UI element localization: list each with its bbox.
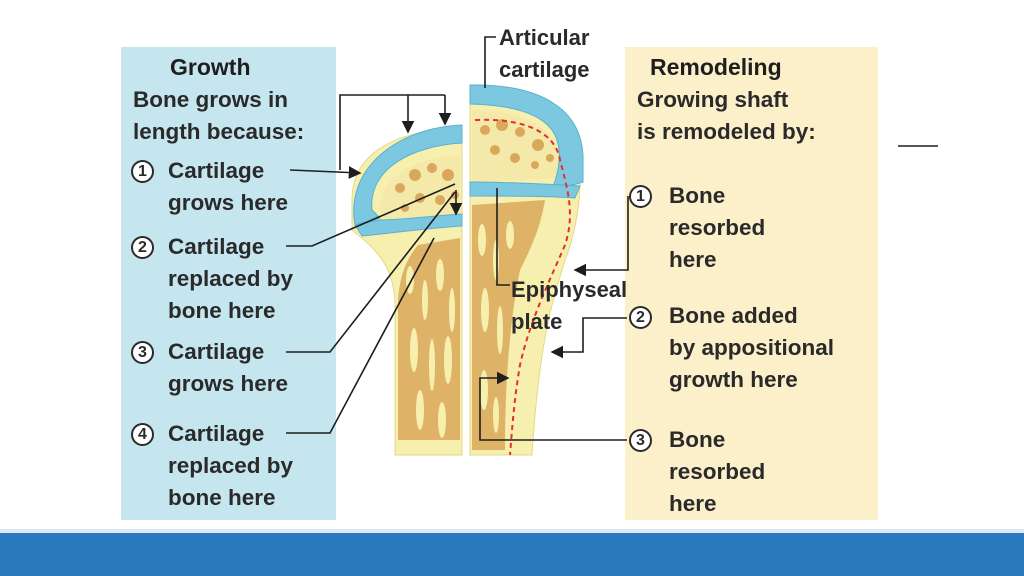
growth-step3-number: 3 xyxy=(131,341,154,364)
remodeling-step3-number: 3 xyxy=(629,429,652,452)
growth-panel xyxy=(121,47,336,520)
remodeling-step2-text: Bone added by appositional growth here xyxy=(669,303,835,392)
remodeling-step1-number: 1 xyxy=(629,185,652,208)
articular-cartilage-leader xyxy=(484,36,496,88)
growth-step1-number: 1 xyxy=(131,160,154,183)
growth-step2-number: 2 xyxy=(131,236,154,259)
remodeling-epiphysis-pores xyxy=(480,119,554,169)
footer-bar-highlight xyxy=(0,529,1024,533)
remodeling-bone-illustration xyxy=(469,84,584,456)
remodeling-step2-leader xyxy=(550,317,627,359)
growth-spongy-bone xyxy=(398,238,460,440)
growth-step3-text: Cartilage grows here xyxy=(168,339,289,396)
remodeling-title: Remodeling xyxy=(650,54,782,80)
remodeling-step3-text: Bone resorbed here xyxy=(669,427,766,516)
leader-lines xyxy=(286,36,629,441)
remodeling-spongy-bone xyxy=(472,200,545,450)
growth-epiphyseal-plate xyxy=(354,213,463,237)
growth-length-bracket xyxy=(339,94,445,170)
growth-bone-illustration xyxy=(351,124,463,456)
remodeling-step1-leader xyxy=(573,196,629,277)
epiphyseal-plate-leader xyxy=(496,188,510,286)
growth-step1-leader xyxy=(289,166,362,179)
remodeling-step3-leader xyxy=(479,371,627,441)
remodeling-intro: Growing shaft is remodeled by: xyxy=(637,87,816,144)
resorption-dashed-line xyxy=(474,118,571,456)
growth-intro: Bone grows in length because: xyxy=(133,87,305,144)
growth-step2-leader xyxy=(286,183,456,247)
slide-decoration-line xyxy=(898,145,938,147)
growth-step2-text: Cartilage replaced by bone here xyxy=(168,234,294,323)
remodeling-step1-text: Bone resorbed here xyxy=(669,183,766,272)
epiphyseal-plate-label: Epiphyseal plate xyxy=(511,277,628,334)
footer-bar xyxy=(0,533,1024,576)
growth-step4-number: 4 xyxy=(131,423,154,446)
growth-step1-text: Cartilage grows here xyxy=(168,158,289,215)
articular-cartilage-label: Articular cartilage xyxy=(499,25,590,82)
growth-title: Growth xyxy=(170,54,251,80)
growth-step3-leader xyxy=(286,191,456,353)
bone-split-gap xyxy=(463,80,469,460)
growth-articular-cartilage xyxy=(353,124,463,226)
remodeling-panel xyxy=(625,47,878,520)
growth-step4-leader xyxy=(286,237,435,434)
remodeling-step2-number: 2 xyxy=(629,306,652,329)
growth-epiphysis-pores xyxy=(395,163,459,212)
growth-step4-text: Cartilage replaced by bone here xyxy=(168,421,294,510)
